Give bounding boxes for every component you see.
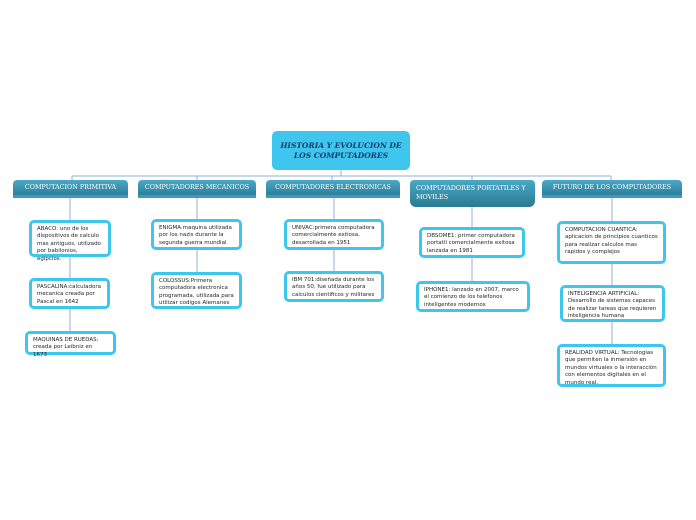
topic-colossus[interactable]: COLOSSUS:Primera computadora electronica… <box>151 272 242 309</box>
topic-univac[interactable]: UNIVAC:primera computadora comercialment… <box>284 219 384 250</box>
topic-text: PASCALINA:calculadora mecanica creada po… <box>37 284 101 305</box>
category-futuro-computadores[interactable]: FUTURO DE LOS COMPUTADORES <box>542 180 682 198</box>
topic-dbsome1[interactable]: DBSOME1: primer computadora portatil com… <box>419 227 525 258</box>
root-topic[interactable]: HISTORIA Y EVOLUCION DE LOS COMPUTADORES <box>272 131 410 170</box>
category-label: FUTURO DE LOS COMPUTADORES <box>552 183 672 191</box>
topic-text: REALIDAD VIRTUAL: Tecnologias que permit… <box>565 350 657 386</box>
category-computadores-electronicas[interactable]: COMPUTADORES ELECTRONICAS <box>266 180 400 198</box>
topic-pascalina[interactable]: PASCALINA:calculadora mecanica creada po… <box>29 278 110 309</box>
topic-text: DBSOME1: primer computadora portatil com… <box>427 233 515 254</box>
category-computacion-primitiva[interactable]: COMPUTACION PRIMITIVA <box>13 180 128 198</box>
category-label: COMPUTACION PRIMITIVA <box>24 183 117 191</box>
topic-text: INTELIGENCIA ARTIFICIAL: Desarrollo de s… <box>568 291 657 320</box>
topic-text: ABACO: uno de los dispositivos de calcul… <box>37 226 101 262</box>
topic-maquinas-de-ruedas[interactable]: MAQUINAS DE RUEDAS: creada por Leibniz e… <box>25 331 116 358</box>
topic-abaco[interactable]: ABACO: uno de los dispositivos de calcul… <box>29 220 111 262</box>
topic-text: UNIVAC:primera computadora comercialment… <box>292 225 375 246</box>
topic-text: COLOSSUS:Primera computadora electronica… <box>159 278 234 307</box>
topic-inteligencia-artificial[interactable]: INTELIGENCIA ARTIFICIAL: Desarrollo de s… <box>560 285 665 322</box>
topic-realidad-virtual[interactable]: REALIDAD VIRTUAL: Tecnologias que permit… <box>557 344 666 387</box>
topic-text: MAQUINAS DE RUEDAS: creada por Leibniz e… <box>33 337 99 358</box>
topic-text: IPHONE1: lanzado en 2007, marco el comie… <box>424 287 519 308</box>
category-label: COMPUTADORES MECANICOS <box>144 183 250 191</box>
topic-computacion-cuantica[interactable]: COMPUTACION CUANTICA: aplicacion de prin… <box>557 221 666 264</box>
category-computadores-mecanicos[interactable]: COMPUTADORES MECANICOS <box>138 180 256 198</box>
topic-text: COMPUTACION CUANTICA: aplicacion de prin… <box>565 227 658 256</box>
topic-iphone1[interactable]: IPHONE1: lanzado en 2007, marco el comie… <box>416 281 530 312</box>
category-label: COMPUTADORES ELECTRONICAS <box>275 183 391 191</box>
topic-ibm-701[interactable]: IBM 701:diseñada durante los años 50, fu… <box>284 271 384 302</box>
category-computadores-portatiles[interactable]: COMPUTADORES PORTATILES Y MOVILES <box>410 180 535 207</box>
topic-text: ENIGMA:maquina utilizada por los nazis d… <box>159 225 232 246</box>
topic-text: IBM 701:diseñada durante los años 50, fu… <box>292 277 375 298</box>
root-title: HISTORIA Y EVOLUCION DE LOS COMPUTADORES <box>280 140 402 160</box>
topic-enigma[interactable]: ENIGMA:maquina utilizada por los nazis d… <box>151 219 242 250</box>
category-label: COMPUTADORES PORTATILES Y MOVILES <box>416 184 526 201</box>
